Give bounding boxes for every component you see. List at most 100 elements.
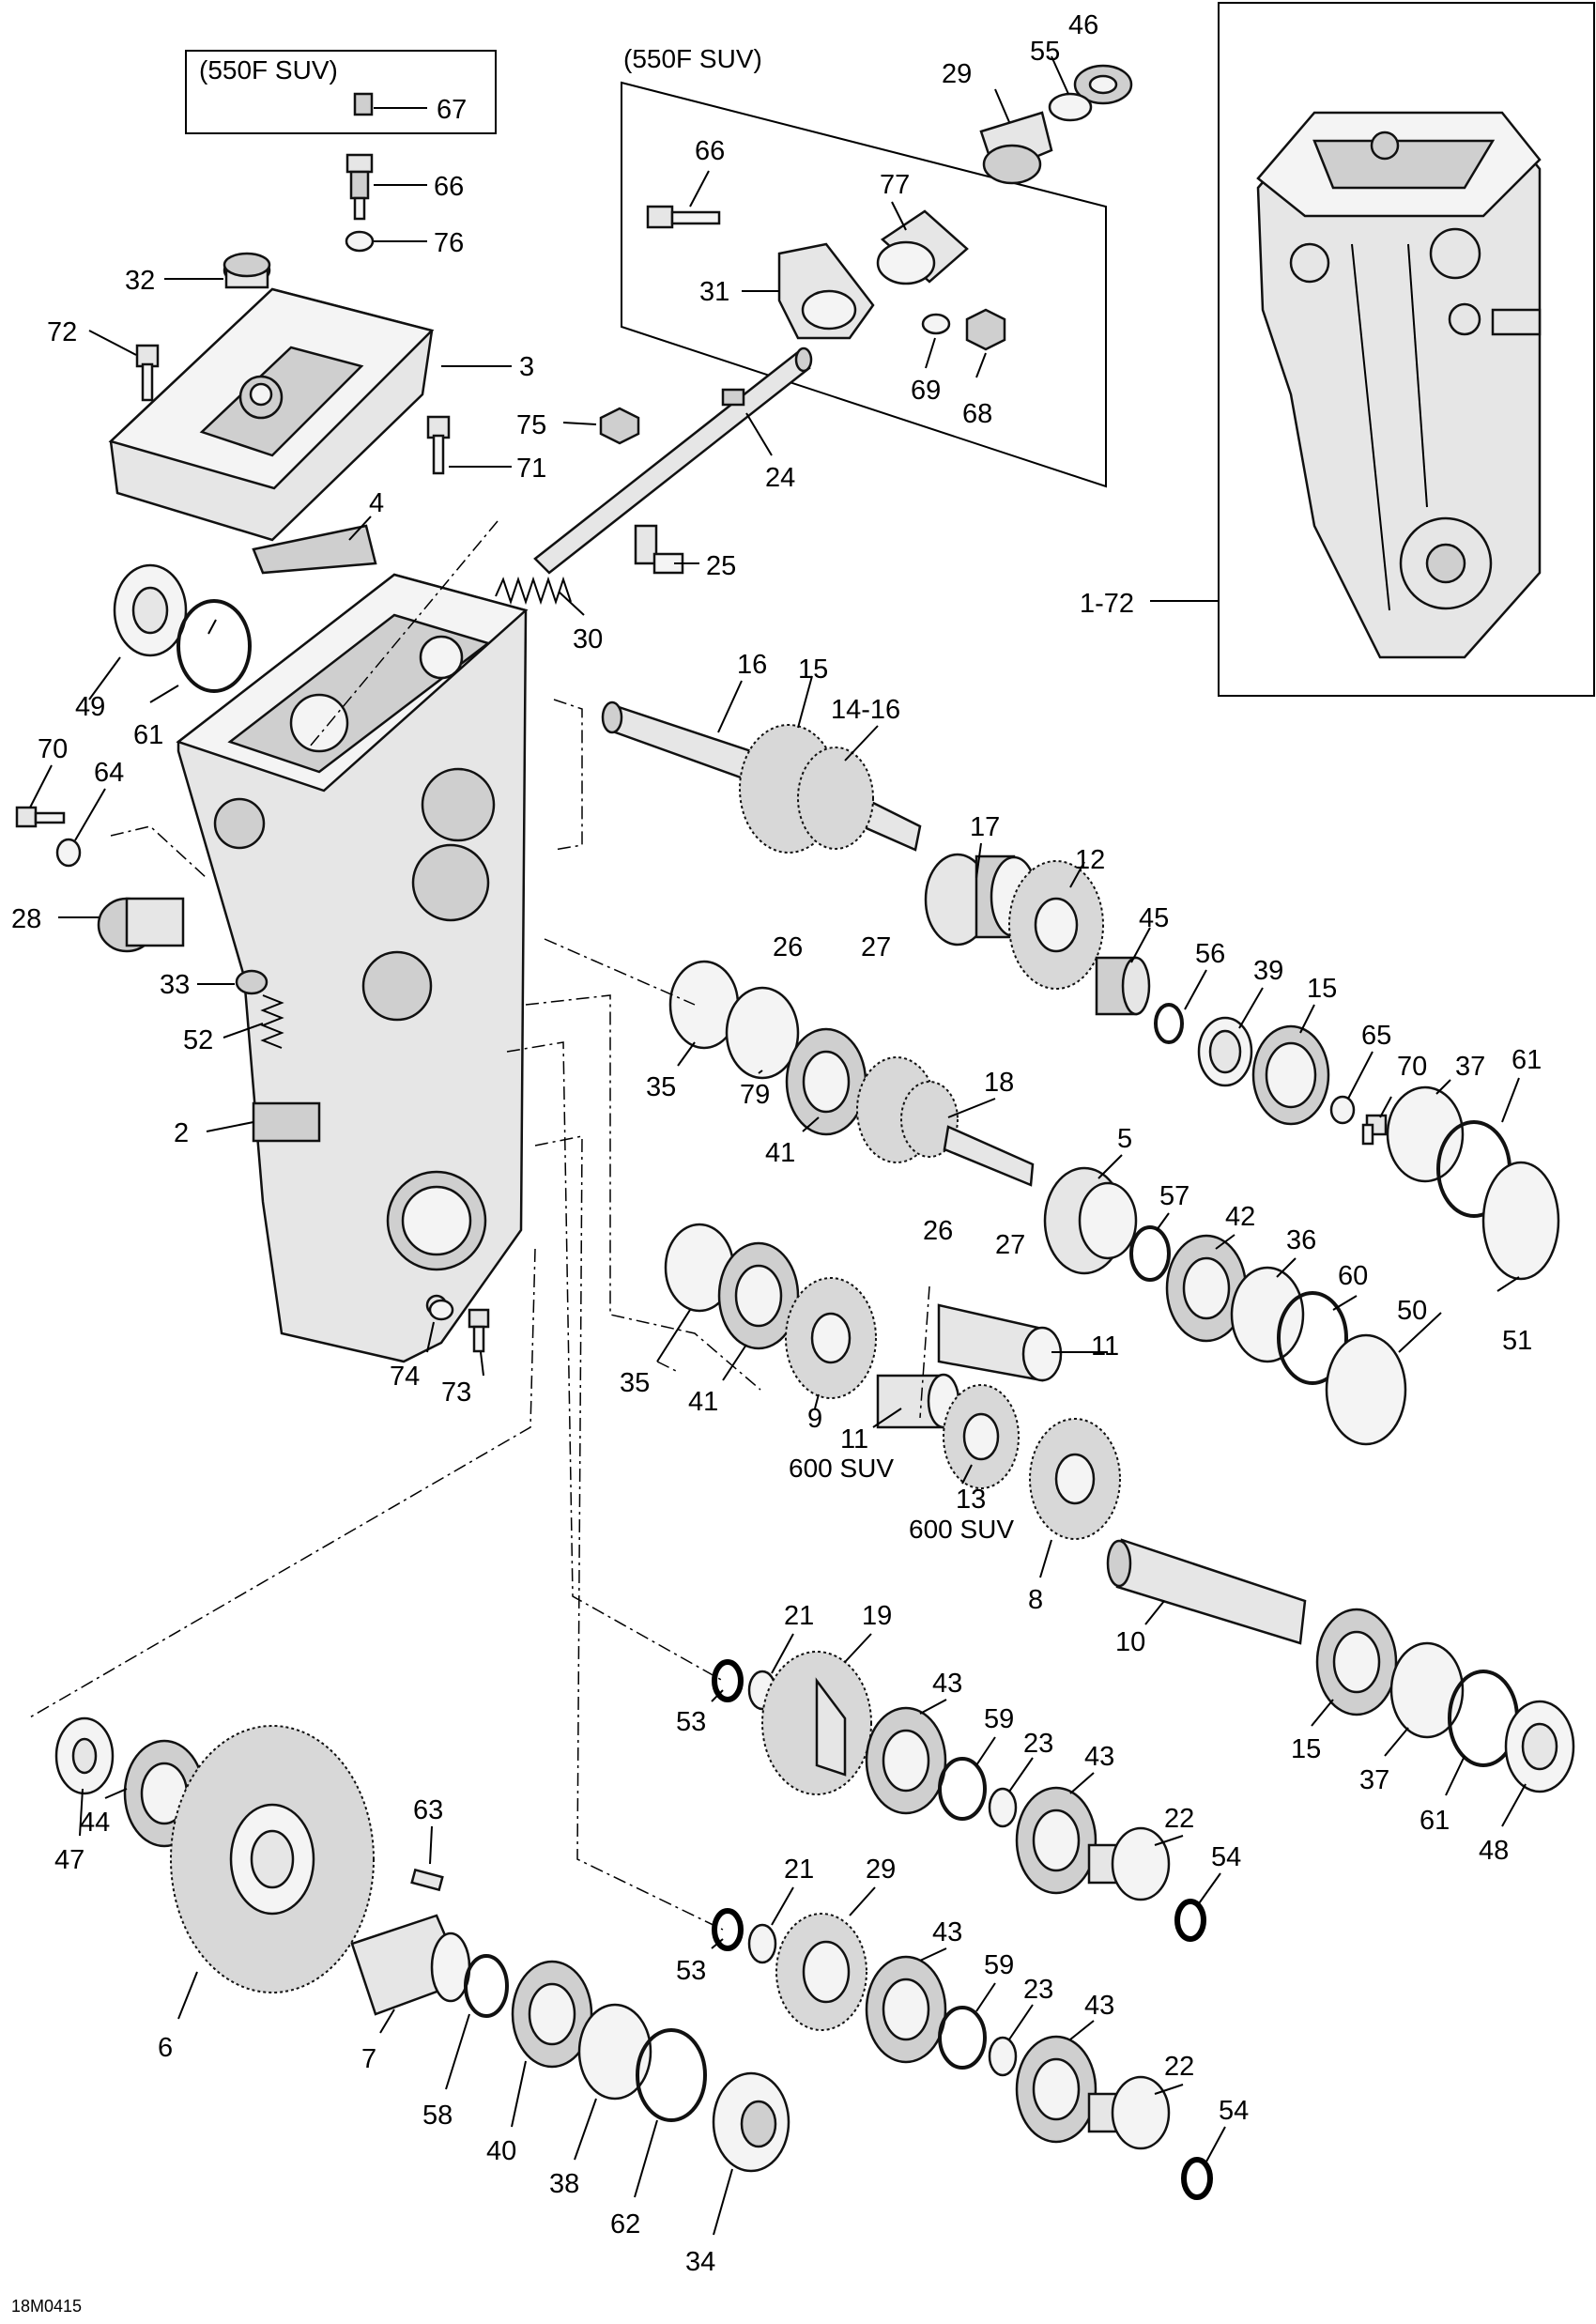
bracket-31: [777, 242, 875, 340]
callout-30: 30: [573, 624, 603, 654]
callout-51: 51: [1502, 1326, 1532, 1356]
callout-40: 40: [486, 2136, 516, 2166]
shift-variant-box: (550F SUV): [621, 44, 1107, 488]
callout-14-16: 14-16: [831, 695, 900, 725]
o-ring-54-a: [1174, 1899, 1206, 1942]
callout-46: 46: [1068, 10, 1098, 40]
bolt-71: [426, 415, 451, 475]
bearing-race-49: [113, 563, 188, 657]
callout-44: 44: [80, 1808, 110, 1838]
washer-64: [55, 838, 82, 868]
shift-dog-5: [1043, 1166, 1138, 1275]
callout-43-c: 43: [932, 1917, 962, 1947]
callout-52: 52: [183, 1025, 213, 1055]
plug-29-shift: [979, 111, 1053, 185]
callout-56: 56: [1195, 939, 1225, 969]
cap-51: [1481, 1161, 1560, 1281]
callout-39: 39: [1253, 956, 1283, 986]
callout-71: 71: [516, 454, 546, 484]
callout-43-b: 43: [1084, 1742, 1114, 1772]
callout-33: 33: [160, 970, 190, 1000]
washer-65: [1329, 1095, 1356, 1125]
shaft-end-22-a: [1087, 1826, 1171, 1901]
circlip-56: [1154, 1003, 1184, 1044]
callout-59: 59: [984, 1704, 1014, 1734]
callout-36: 36: [1286, 1225, 1316, 1255]
callout-28: 28: [11, 904, 41, 934]
callout-7: 7: [361, 2044, 376, 2074]
key-63: [410, 1868, 444, 1892]
callout-12: 12: [1075, 845, 1105, 875]
callout-70: 70: [38, 734, 68, 764]
callout-22-b: 22: [1164, 2052, 1194, 2082]
gear-19: [761, 1651, 872, 1795]
circlip-58: [464, 1954, 509, 2018]
spacer-11-long: [937, 1303, 1063, 1382]
sleeve-7: [350, 1914, 471, 2016]
callout-15-output-bearing: 15: [1291, 1734, 1321, 1764]
cover-variant-box: (550F SUV): [185, 50, 497, 134]
callout-61-right: 61: [1512, 1045, 1542, 1075]
o-ring-53-a: [712, 1659, 744, 1702]
callout-53: 53: [676, 1707, 706, 1737]
o-ring-53-b: [712, 1908, 744, 1951]
race-37-b: [1389, 1641, 1465, 1739]
callout-50: 50: [1397, 1296, 1427, 1326]
callout-57: 57: [1159, 1181, 1189, 1211]
washer-21-b: [747, 1923, 777, 1964]
cover-variant-label: (550F SUV): [199, 55, 338, 85]
bearing-43-c: [865, 1955, 947, 2064]
bearing-40: [511, 1960, 593, 2069]
gear-8: [1029, 1418, 1121, 1540]
callout-37-b: 37: [1359, 1765, 1389, 1795]
callout-77: 77: [880, 170, 910, 200]
callout-66-shift: 66: [695, 136, 725, 166]
callout-65: 65: [1361, 1021, 1391, 1051]
nut-46: [1073, 64, 1133, 105]
gear-13: [943, 1384, 1020, 1489]
callout-60: 60: [1338, 1261, 1368, 1291]
callout-1-72: 1-72: [1080, 589, 1134, 619]
seal-34: [712, 2071, 790, 2173]
gear-6: [170, 1725, 375, 1993]
callout-61-c: 61: [1420, 1806, 1450, 1836]
assembled-gearbox-illustration: [1256, 111, 1542, 659]
callout-68: 68: [962, 399, 992, 429]
callout-29: 29: [942, 59, 972, 89]
circlip-60: [1277, 1291, 1348, 1385]
bearing-15-a: [1251, 1024, 1330, 1126]
callout-29-b: 29: [866, 1855, 896, 1885]
detent-33: [235, 969, 269, 995]
callout-55: 55: [1030, 37, 1060, 67]
callout-42: 42: [1225, 1202, 1255, 1232]
circlip-57: [1129, 1225, 1171, 1282]
callout-79: 79: [740, 1080, 770, 1110]
bearing-42: [1165, 1234, 1248, 1343]
callout-26: 26: [773, 932, 803, 962]
washer-69: [921, 313, 951, 335]
callout-70-right: 70: [1397, 1052, 1427, 1082]
callout-72: 72: [47, 317, 77, 347]
callout-75: 75: [516, 410, 546, 440]
cap-50: [1325, 1333, 1407, 1446]
callout-61: 61: [133, 720, 163, 750]
needle-bearing-45: [1095, 956, 1151, 1016]
callout-9: 9: [807, 1404, 822, 1434]
race-79: [725, 986, 800, 1080]
assembly-inset-box: [1218, 2, 1595, 697]
gear-14-16: [739, 724, 874, 854]
callout-23: 23: [1023, 1729, 1053, 1759]
washer-39: [1197, 1016, 1253, 1087]
callout-74: 74: [390, 1362, 420, 1392]
callout-41: 41: [765, 1138, 795, 1168]
spring-30: [495, 576, 572, 606]
gearbox-housing: [176, 573, 529, 1363]
callout-5: 5: [1117, 1124, 1132, 1154]
callout-31: 31: [699, 277, 729, 307]
callout-66: 66: [434, 172, 464, 202]
callout-49: 49: [75, 692, 105, 722]
o-ring-54-b: [1181, 2157, 1213, 2200]
callout-37: 37: [1455, 1052, 1485, 1082]
cluster-shaft-18: [856, 1056, 1035, 1187]
